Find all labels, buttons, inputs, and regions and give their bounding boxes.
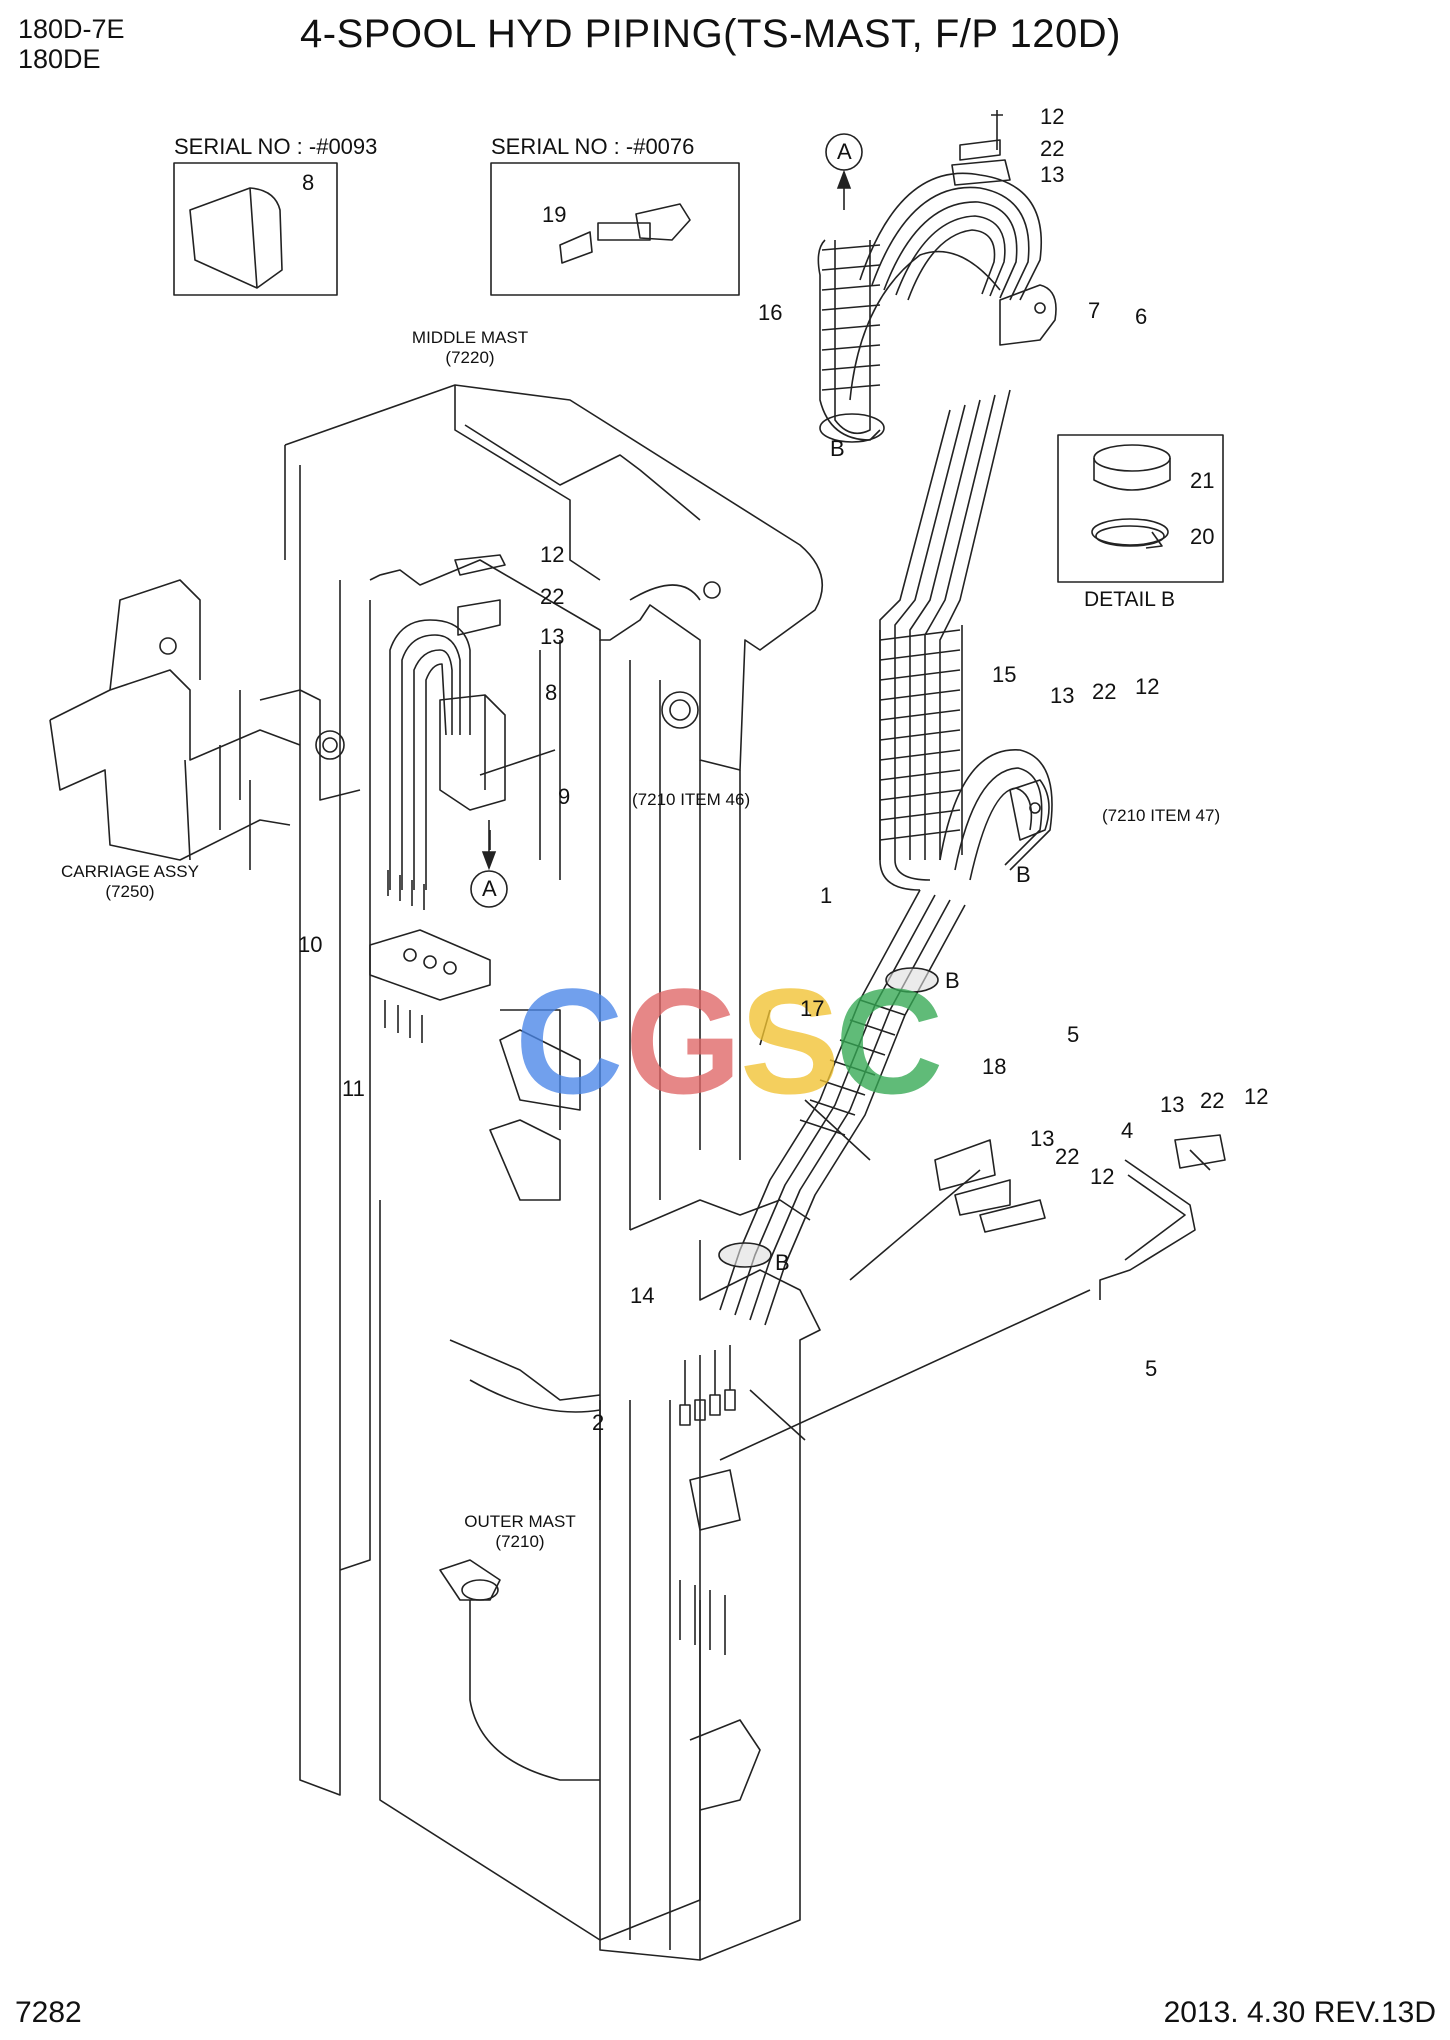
item47-label: (7210 ITEM 47)	[1102, 806, 1221, 825]
part-12-low: 12	[1090, 1164, 1115, 1189]
part-11: 11	[342, 1076, 365, 1101]
part-22-mid: 22	[1092, 679, 1117, 704]
part-12-left: 12	[540, 542, 565, 567]
item46-label: (7210 ITEM 46)	[632, 790, 751, 809]
serial-label-1: SERIAL NO : -#0093	[174, 134, 378, 159]
page-number: 7282	[15, 1996, 82, 2029]
revision-date: 2013. 4.30 REV.13D	[1163, 1996, 1436, 2029]
part-13-top: 13	[1040, 162, 1065, 187]
part-13-left: 13	[540, 624, 565, 649]
outer-mast-ref: (7210)	[495, 1532, 545, 1551]
cgsc-watermark: C G S C	[515, 955, 965, 1125]
model-number-2: 180DE	[18, 44, 101, 74]
drawing-title: 4-SPOOL HYD PIPING(TS-MAST, F/P 120D)	[300, 12, 1121, 56]
outer-mast-label: OUTER MAST (7210)	[450, 1512, 590, 1552]
callout-a-left-letter: A	[482, 876, 497, 901]
part-20: 20	[1190, 524, 1215, 549]
serial-box-2-part: 19	[542, 202, 567, 227]
part-13-low: 13	[1030, 1126, 1055, 1151]
part-12-right: 12	[1244, 1084, 1269, 1109]
callout-a-top-letter: A	[837, 139, 852, 164]
callout-b-4: B	[775, 1250, 790, 1275]
watermark-letter-c1: C	[515, 957, 624, 1125]
part-22-low: 22	[1055, 1144, 1080, 1169]
part-8: 8	[545, 680, 558, 705]
detail-b-label: DETAIL B	[1084, 588, 1176, 611]
part-5-low: 5	[1145, 1356, 1158, 1381]
part-13-mid: 13	[1050, 683, 1075, 708]
part-22-top: 22	[1040, 136, 1065, 161]
part-9: 9	[558, 784, 571, 809]
part-16: 16	[758, 300, 783, 325]
callout-a-left	[470, 870, 508, 908]
detail-b-box	[1057, 434, 1224, 583]
part-22-right: 22	[1200, 1088, 1225, 1113]
part-12-mid: 12	[1135, 674, 1160, 699]
callout-b-3: B	[945, 968, 960, 993]
watermark-letter-c2: C	[835, 957, 944, 1125]
callout-b-2: B	[1016, 862, 1031, 887]
callout-b-1: B	[830, 436, 845, 461]
outer-mast-name: OUTER MAST	[464, 1512, 576, 1531]
serial-label-2: SERIAL NO : -#0076	[491, 134, 695, 159]
model-number-1: 180D-7E	[18, 14, 125, 44]
serial-box-1	[173, 162, 338, 296]
part-2: 2	[592, 1410, 605, 1435]
middle-mast-ref: (7220)	[445, 348, 495, 367]
part-12-top: 12	[1040, 104, 1065, 129]
watermark-letter-s: S	[740, 957, 841, 1125]
part-14: 14	[630, 1283, 655, 1308]
part-7: 7	[1088, 298, 1101, 323]
part-17: 17	[800, 996, 825, 1021]
part-6: 6	[1135, 304, 1148, 329]
serial-box-2	[490, 162, 740, 296]
part-21: 21	[1190, 468, 1215, 493]
middle-mast-name: MIDDLE MAST	[411, 328, 529, 347]
part-5-top: 5	[1067, 1022, 1080, 1047]
middle-mast-label: MIDDLE MAST (7220)	[395, 328, 545, 368]
watermark-letter-g: G	[625, 957, 742, 1125]
part-18: 18	[982, 1054, 1007, 1079]
carriage-label: CARRIAGE ASSY (7250)	[45, 862, 215, 902]
part-1: 1	[820, 883, 833, 908]
part-13-right: 13	[1160, 1092, 1185, 1117]
part-10: 10	[298, 932, 323, 957]
carriage-ref: (7250)	[105, 882, 155, 901]
serial-box-1-part: 8	[302, 170, 315, 195]
part-15: 15	[992, 662, 1017, 687]
carriage-name: CARRIAGE ASSY	[61, 862, 199, 881]
part-4: 4	[1121, 1118, 1134, 1143]
part-22-left: 22	[540, 584, 565, 609]
